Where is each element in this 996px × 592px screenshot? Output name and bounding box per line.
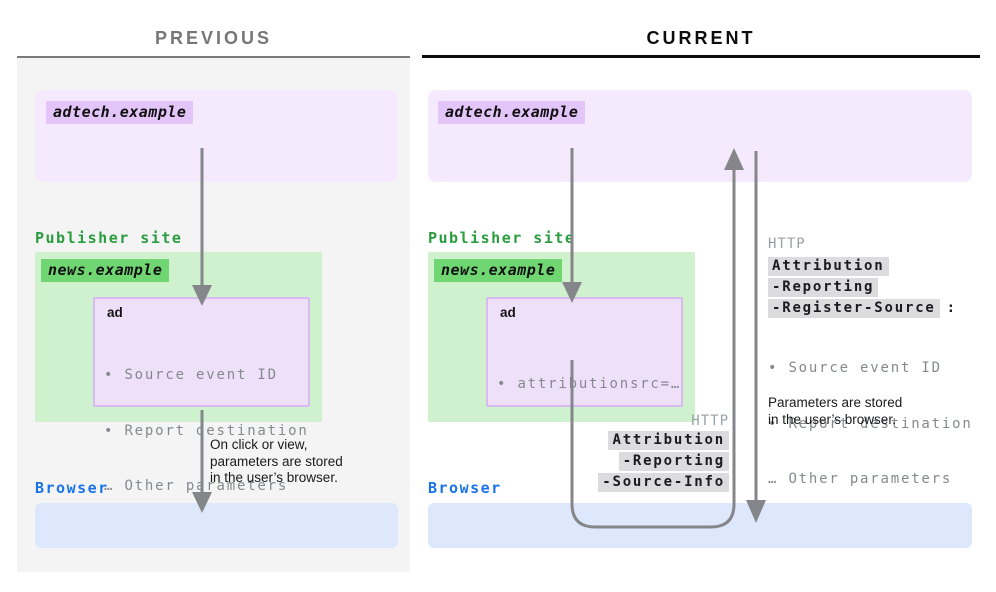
request-header-chip: Attribution — [608, 431, 729, 450]
current-adtech-domain-label: adtech.example — [438, 101, 586, 124]
ad-param: • attributionsrc=… — [497, 376, 682, 392]
response-header-chip: -Reporting — [768, 278, 879, 297]
ad-param: • Source event ID — [104, 367, 278, 383]
response-header-chip: -Register-Source — [768, 299, 940, 318]
previous-news-domain-label: news.example — [41, 259, 170, 282]
current-publisher-site-label: Publisher site — [428, 229, 576, 247]
ad-param: … Other parameters — [104, 478, 289, 494]
current-response-block: HTTP Attribution -Reporting -Register-So… — [768, 236, 988, 487]
previous-adtech-box: adtech.example — [35, 90, 398, 182]
current-browser-box — [428, 503, 972, 548]
response-header-colon: : — [946, 300, 956, 316]
previous-ad-params: • Source event ID • Report destination …… — [104, 329, 309, 533]
current-title-rule — [422, 55, 980, 58]
current-storage-note: Parameters are stored in the user’s brow… — [768, 395, 903, 427]
response-param: … Other parameters — [768, 471, 953, 487]
previous-column-title: PREVIOUS — [154, 28, 273, 48]
previous-ad-box: ad • Source event ID • Report destinatio… — [93, 297, 310, 494]
previous-adtech-domain-label: adtech.example — [46, 101, 194, 124]
response-param: • Source event ID — [768, 360, 942, 376]
response-protocol-label: HTTP — [768, 236, 806, 252]
response-header-chip: Attribution — [768, 257, 889, 276]
current-news-domain-label: news.example — [434, 259, 563, 282]
response-header-row: -Register-Source: — [768, 299, 955, 318]
previous-browser-label: Browser — [35, 479, 109, 497]
current-ad-title: ad — [500, 305, 516, 320]
current-ad-box: ad • attributionsrc=… — [486, 297, 683, 407]
previous-ad-title: ad — [107, 305, 123, 320]
request-protocol-label: HTTP — [691, 413, 729, 429]
current-request-headers: HTTP Attribution -Reporting -Source-Info — [598, 411, 729, 492]
response-params: • Source event ID • Report destination …… — [768, 322, 973, 526]
previous-publisher-site-label: Publisher site — [35, 229, 183, 247]
current-column-title: CURRENT — [646, 28, 756, 48]
response-param: • Report destination — [768, 415, 973, 432]
request-header-chip: -Reporting — [618, 452, 729, 471]
request-header-chip: -Source-Info — [598, 473, 729, 492]
previous-browser-box — [35, 503, 398, 548]
previous-storage-note: On click or view, parameters are stored … — [210, 437, 343, 485]
current-browser-label: Browser — [428, 479, 502, 497]
current-adtech-box: adtech.example — [428, 90, 972, 182]
ad-param: • Report destination — [104, 422, 309, 439]
previous-title-rule — [17, 56, 410, 58]
